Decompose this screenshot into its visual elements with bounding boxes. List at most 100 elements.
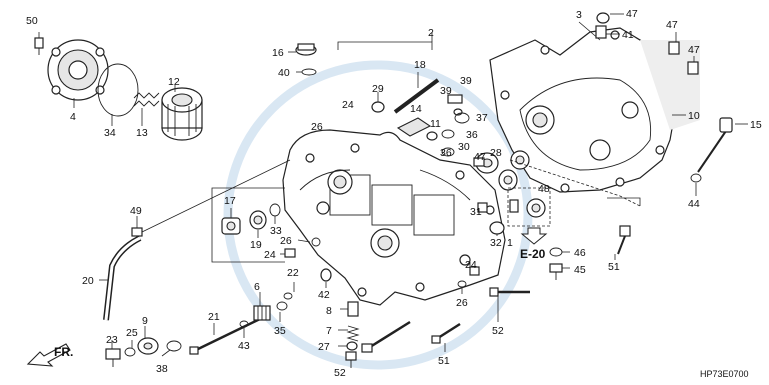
filter-screen-6[interactable] — [253, 305, 271, 321]
clip-49[interactable] — [131, 227, 143, 237]
pump-17[interactable] — [221, 217, 241, 235]
dowel-47d[interactable] — [687, 61, 699, 75]
collar-41[interactable] — [595, 25, 607, 39]
collar-39[interactable] — [447, 94, 463, 116]
dowel-47b[interactable] — [596, 12, 610, 24]
callout: 47 — [474, 151, 486, 163]
spring-7[interactable] — [346, 325, 360, 342]
seal-27[interactable] — [346, 341, 358, 351]
oil-filter-cover[interactable] — [47, 39, 109, 101]
callout: 47 — [666, 19, 678, 31]
bearing-28[interactable] — [498, 169, 518, 191]
callout: 30 — [458, 141, 470, 153]
bolt-51b[interactable] — [431, 322, 461, 344]
oil-filter-12[interactable] — [161, 87, 203, 141]
arrow-down-icon — [520, 227, 548, 245]
dowel-47a[interactable] — [473, 157, 485, 167]
o-ring-43[interactable] — [239, 320, 249, 328]
bolt-21[interactable] — [189, 316, 263, 355]
callout: 35 — [274, 325, 286, 337]
seal-48[interactable] — [526, 198, 546, 218]
callout: 45 — [574, 264, 586, 276]
washer-46[interactable] — [549, 247, 563, 257]
bolt-52a[interactable] — [345, 351, 357, 368]
drain-cap-9[interactable] — [137, 337, 159, 355]
callout: 37 — [476, 112, 488, 124]
reference-box — [507, 187, 551, 227]
callout: 49 — [130, 205, 142, 217]
direction-label: FR. — [54, 345, 73, 359]
o-ring-34[interactable] — [97, 63, 139, 117]
bolt-31[interactable] — [477, 202, 488, 213]
callout: 40 — [278, 67, 290, 79]
dipstick-15[interactable] — [697, 117, 733, 173]
bolt-52b[interactable] — [489, 287, 530, 297]
callout: 52 — [334, 367, 346, 379]
callout: 27 — [318, 341, 330, 353]
o-ring-44[interactable] — [690, 173, 702, 183]
bolt-50[interactable] — [34, 37, 44, 55]
drain-bolt-23[interactable] — [105, 348, 121, 367]
o-ring-36b[interactable] — [441, 147, 455, 157]
o-ring-35[interactable] — [276, 301, 288, 311]
washer-11[interactable] — [426, 131, 438, 141]
dowel-42[interactable] — [320, 268, 332, 282]
callout: 21 — [208, 311, 220, 323]
callout: 44 — [688, 198, 700, 210]
callout: 42 — [318, 289, 330, 301]
spring-13[interactable] — [133, 92, 160, 107]
callout: 34 — [104, 127, 116, 139]
left-crankcase[interactable] — [282, 129, 506, 306]
callout: 19 — [250, 239, 262, 251]
front-arrow-icon — [26, 343, 71, 367]
breather-tube-20[interactable] — [103, 235, 142, 321]
callout: 20 — [82, 275, 94, 287]
bolt-24b[interactable] — [469, 266, 480, 276]
callout: 18 — [414, 59, 426, 71]
seal-32[interactable] — [489, 221, 505, 235]
seal-19[interactable] — [249, 210, 267, 230]
washer-26[interactable] — [311, 237, 321, 247]
callout: 17 — [224, 195, 236, 207]
callout: 22 — [287, 267, 299, 279]
o-ring-33[interactable] — [269, 203, 281, 217]
o-ring-36[interactable] — [441, 129, 455, 139]
seal-29[interactable] — [371, 101, 385, 113]
bolt-51a[interactable] — [361, 320, 411, 353]
right-crankcase-3[interactable] — [489, 27, 679, 193]
dowel-47c[interactable] — [668, 41, 680, 55]
pin-8[interactable] — [347, 301, 359, 317]
callout: 12 — [168, 76, 180, 88]
callout: 32 — [490, 237, 502, 249]
reference-label[interactable]: E-20 — [520, 247, 546, 261]
callout: 14 — [410, 103, 422, 115]
callout: 36 — [466, 129, 478, 141]
shaft-18[interactable] — [393, 72, 440, 114]
callout: 51 — [438, 355, 450, 367]
plate-14[interactable] — [396, 117, 432, 137]
oil-filler-cap-16[interactable] — [295, 43, 317, 56]
dowel-47e[interactable] — [509, 199, 519, 213]
callout: 13 — [136, 127, 148, 139]
callout: 47 — [688, 44, 700, 56]
callout: 9 — [142, 315, 148, 327]
callout: 3 — [576, 9, 582, 21]
o-ring-25[interactable] — [124, 347, 136, 357]
bolt-45[interactable] — [549, 263, 563, 280]
bolt-51c[interactable] — [617, 225, 631, 255]
callout-labels: 50 4 34 13 12 16 40 2 18 29 39 39 26 24 … — [26, 8, 762, 379]
o-ring-37[interactable] — [454, 112, 470, 124]
washer-22[interactable] — [283, 292, 293, 300]
callout: 26 — [456, 297, 468, 309]
callout: 38 — [156, 363, 168, 375]
callout: 51 — [608, 261, 620, 273]
o-ring-38[interactable] — [166, 340, 182, 352]
callout: 7 — [326, 325, 332, 337]
bolt-24[interactable] — [284, 248, 296, 258]
washer-40[interactable] — [301, 68, 317, 76]
callout: 26 — [280, 235, 292, 247]
callout: 47 — [626, 8, 638, 20]
callout: 39 — [440, 85, 452, 97]
callout: 1 — [507, 237, 513, 249]
